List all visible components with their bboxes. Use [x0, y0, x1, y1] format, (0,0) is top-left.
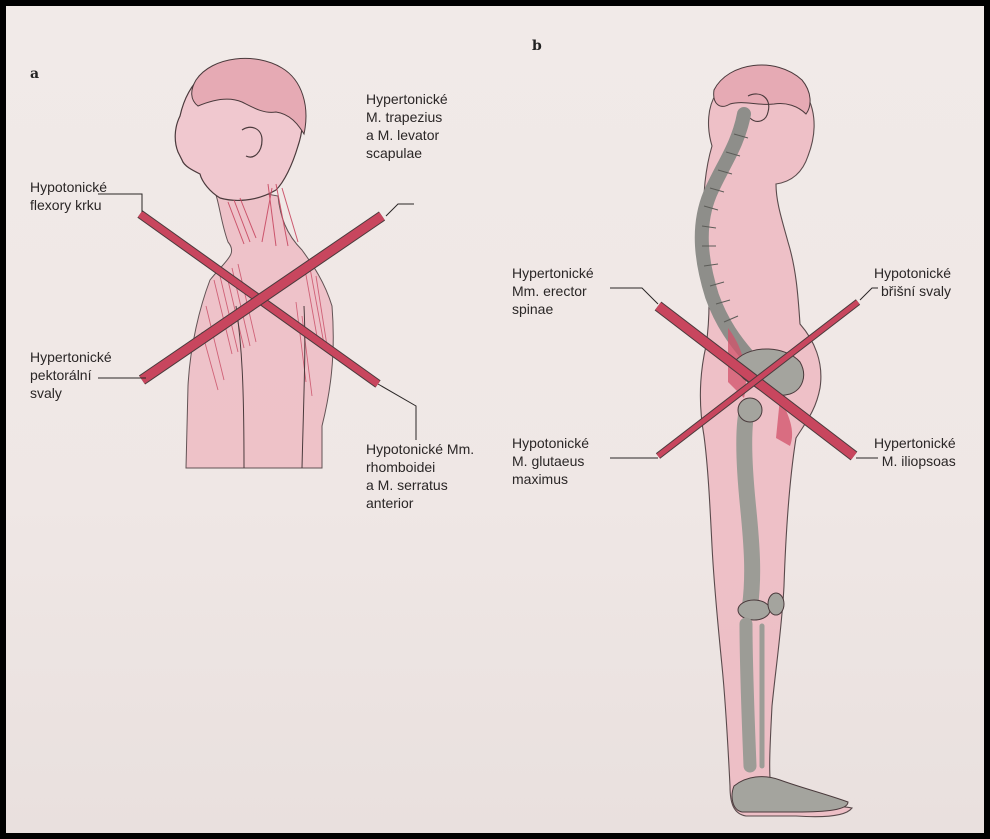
standing-figure — [610, 65, 878, 817]
label-iliopsoas: Hypertonické M. iliopsoas — [874, 434, 956, 470]
label-abdominal: Hypotonické břišní svaly — [874, 264, 951, 300]
label-glutaeus: Hypotonické M. glutaeus maximus — [512, 434, 589, 488]
panel-label-b: b — [532, 38, 542, 54]
label-trapezius: Hypertonické M. trapezius a M. levator s… — [366, 90, 448, 162]
label-erector-spinae: Hypertonické Mm. erector spinae — [512, 264, 594, 318]
postural-syndrome-illustration — [6, 6, 984, 833]
label-pectoral: Hypertonické pektorální svaly — [30, 348, 112, 402]
panel-label-a: a — [30, 66, 39, 82]
label-neck-flexors: Hypotonické flexory krku — [30, 178, 107, 214]
figure-page: a b Hypotonické flexory krku Hypertonick… — [6, 6, 984, 833]
label-rhomboids: Hypotonické Mm. rhomboidei a M. serratus… — [366, 440, 474, 512]
